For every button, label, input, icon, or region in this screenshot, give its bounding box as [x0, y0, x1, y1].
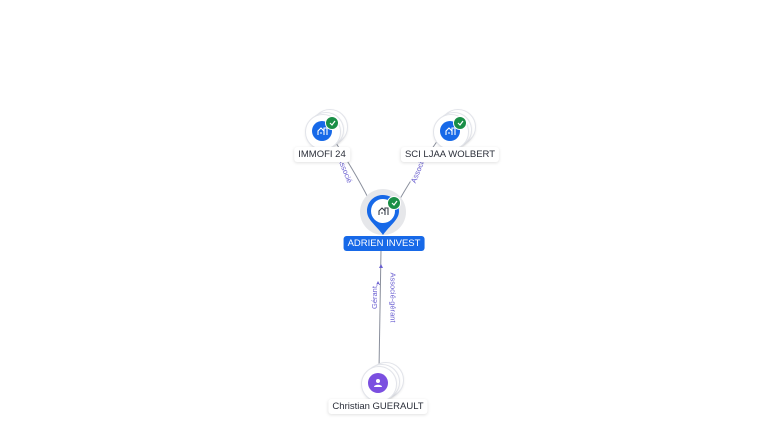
- edge-label-christian-adrien-2: Associé-gérant: [388, 272, 398, 323]
- node-immofi[interactable]: [305, 109, 350, 152]
- node-label-adrien[interactable]: ADRIEN INVEST: [343, 236, 425, 251]
- building-icon: [375, 203, 391, 219]
- verified-check-icon: [325, 116, 339, 130]
- node-label-immofi[interactable]: IMMOFI 24: [294, 147, 350, 162]
- arrow-icon: [379, 264, 383, 268]
- node-christian[interactable]: [361, 362, 406, 404]
- node-adrien[interactable]: [360, 189, 408, 237]
- node-sci[interactable]: [433, 109, 478, 152]
- verified-check-icon: [453, 116, 467, 130]
- verified-check-icon: [387, 196, 401, 210]
- node-label-sci[interactable]: SCI LJAA WOLBERT: [400, 147, 500, 162]
- edge-christian-adrien: [378, 249, 382, 371]
- person-icon: [368, 373, 388, 393]
- node-label-christian[interactable]: Christian GUERAULT: [328, 399, 428, 414]
- edge-label-christian-adrien-1: Gérant,: [370, 283, 380, 310]
